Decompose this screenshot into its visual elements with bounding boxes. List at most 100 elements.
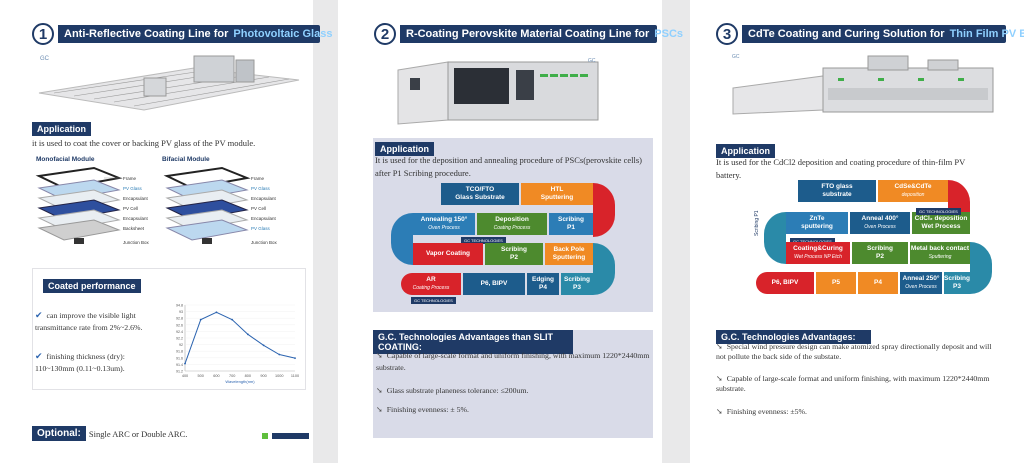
svg-text:GC: GC xyxy=(732,54,740,60)
data-point xyxy=(262,344,265,347)
panel2-title-bar: 2 R-Coating Perovskite Material Coating … xyxy=(374,23,683,45)
panel3-advantages-box: G.C. Technologies Advantages: ➘Special w… xyxy=(716,330,996,438)
flow-turn xyxy=(593,183,615,237)
arrow-icon: ➘ xyxy=(376,405,383,414)
y-tick-label: 91.2 xyxy=(176,370,183,374)
arc-line-machine-image: GC xyxy=(38,55,300,111)
data-point xyxy=(231,318,234,321)
y-tick-label: 92.2 xyxy=(176,337,183,341)
panel-arc-coating-line: 1 Anti-Reflective Coating Line for Photo… xyxy=(0,0,332,463)
bi-layer-label: PV Glass xyxy=(251,186,271,191)
advantage-item: ➘Capable of large-scale format and unifo… xyxy=(376,351,650,372)
data-point xyxy=(246,333,249,336)
svg-text:GC: GC xyxy=(40,56,50,62)
check-icon: ✔ xyxy=(35,310,43,320)
flow-turn xyxy=(764,212,786,264)
monofacial-label: Monofacial Module xyxy=(36,156,95,163)
advantage-item: ➘Finishing evenness: ± 5%. xyxy=(376,405,469,414)
flow-turn xyxy=(391,213,413,265)
bifacial-exploded-view: Frame PV Glass Encapsulant PV Cell Encap… xyxy=(163,166,278,245)
bi-layer-label: PV Cell xyxy=(251,206,266,211)
x-tick-label: 1000 xyxy=(275,374,283,378)
flow-step: Annealing 150°Oven Process xyxy=(413,213,475,235)
flow-step: P6, BIPV xyxy=(463,273,525,295)
panel1-number-badge: 1 xyxy=(32,23,54,45)
x-tick-label: 500 xyxy=(198,374,204,378)
gc-tag: GC TECHNOLOGIES xyxy=(461,237,506,244)
mono-layer-label: PV Glass xyxy=(123,186,143,191)
y-tick-label: 91.6 xyxy=(176,356,183,360)
panel1-application-tag: Application xyxy=(32,122,91,136)
panel3-application-box: Application It is used for the CdCl2 dep… xyxy=(716,140,992,320)
y-tick-label: 91.4 xyxy=(176,363,183,367)
flow-step: P5 xyxy=(816,272,856,294)
panel3-number-badge: 3 xyxy=(716,23,738,45)
y-tick-label: 91.8 xyxy=(176,350,183,354)
bifacial-label: Bifacial Module xyxy=(162,156,210,163)
flow-turn xyxy=(970,242,992,294)
arrow-icon: ➘ xyxy=(376,386,383,395)
x-tick-label: 900 xyxy=(260,374,266,378)
optional-row: Optional: Single ARC or Double ARC. xyxy=(32,426,187,441)
gc-tag: GC TECHNOLOGIES xyxy=(790,238,835,245)
data-point xyxy=(294,357,296,360)
mono-layer-label: Junction Box xyxy=(123,240,150,245)
y-tick-label: 92 xyxy=(179,343,183,347)
gc-tag: GC TECHNOLOGIES xyxy=(916,208,961,215)
panel1-application-text: it is used to coat the cover or backing … xyxy=(32,138,256,148)
flow-turn xyxy=(593,243,615,295)
x-axis-label: Wavelength(nm) xyxy=(225,379,255,384)
mono-layer-label: Frame xyxy=(123,176,136,181)
panel2-title: R-Coating Perovskite Material Coating Li… xyxy=(400,25,683,43)
y-tick-label: 94.8 xyxy=(176,304,183,308)
coated-performance-box: Coated performance ✔can improve the visi… xyxy=(32,268,306,390)
module-diagrams: Monofacial Module Bifacial Module Frame … xyxy=(34,156,304,251)
optional-tag: Optional: xyxy=(32,426,86,441)
x-tick-label: 800 xyxy=(245,374,251,378)
panel3-title: CdTe Coating and Curing Solution for Thi… xyxy=(742,25,1024,43)
scribing-p1-side-label: Scribing P1 xyxy=(754,210,760,236)
arrow-icon: ➘ xyxy=(716,407,723,416)
data-point xyxy=(199,318,202,321)
bi-layer-label: Frame xyxy=(251,176,264,181)
mono-layer-label: Encapsulant xyxy=(123,196,149,201)
y-tick-label: 92.6 xyxy=(176,323,183,327)
cdte-machine-image: GC xyxy=(732,54,994,115)
performance-bullet: ✔can improve the visible light transmitt… xyxy=(35,310,143,332)
optional-text: Single ARC or Double ARC. xyxy=(88,428,188,439)
mono-layer-label: Encapsulant xyxy=(123,216,149,221)
bi-layer-label: PV Glass xyxy=(251,226,271,231)
flow-step: Anneal 250°Oven Process xyxy=(900,272,942,294)
panel2-advantages-box: G.C. Technologies Advantages than SLIT C… xyxy=(373,330,653,438)
flow-step: Vapor Coating xyxy=(413,243,483,265)
x-tick-label: 1100 xyxy=(291,374,299,378)
panel3-advantages-tag: G.C. Technologies Advantages: xyxy=(716,330,871,344)
x-tick-label: 700 xyxy=(229,374,235,378)
bi-layer-label: Encapsulant xyxy=(251,196,277,201)
data-point xyxy=(184,362,186,365)
panel2-application-box: Application It is used for the depositio… xyxy=(373,138,653,312)
x-tick-label: 600 xyxy=(213,374,219,378)
panel2-advantages-tag: G.C. Technologies Advantages than SLIT C… xyxy=(373,330,573,354)
panel2-application-tag: Application xyxy=(375,142,434,156)
svg-text:GC: GC xyxy=(588,58,596,64)
advantage-item: ➘Special wind pressure design can make a… xyxy=(716,342,992,361)
flow-step: P6, BIPV xyxy=(756,272,814,294)
advantage-item: ➘Capable of large-scale format and unifo… xyxy=(716,374,990,393)
mono-layer-label: Backsheet xyxy=(123,226,145,231)
flow-step: P4 xyxy=(858,272,898,294)
panel2-application-text: It is used for the deposition and anneal… xyxy=(375,155,642,178)
